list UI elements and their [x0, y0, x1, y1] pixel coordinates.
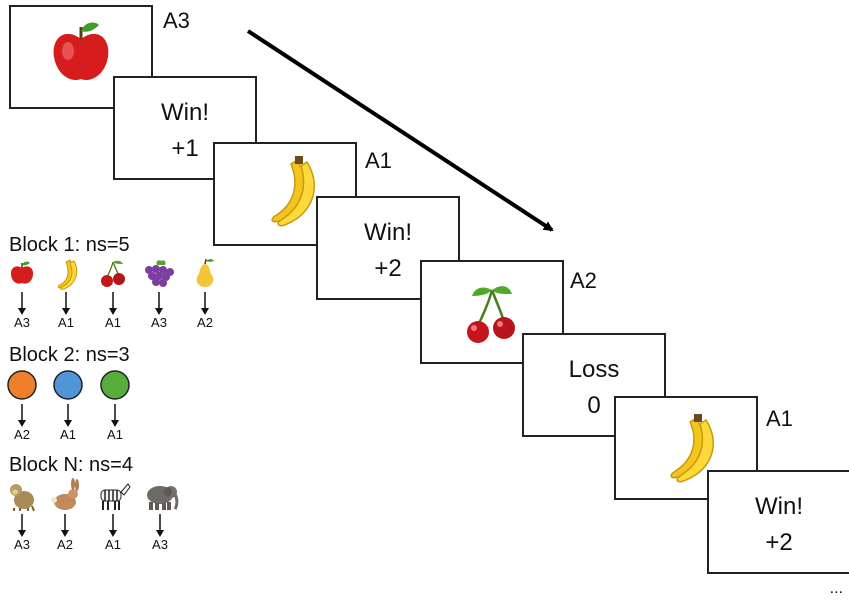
- action-label: A1: [105, 537, 121, 552]
- block-item: A3: [2, 478, 42, 552]
- block-item: A3: [2, 256, 42, 330]
- trial-card-feedback: Win! +2: [316, 196, 460, 300]
- feedback-points: 0: [587, 392, 601, 419]
- feedback-word: Win!: [755, 493, 803, 520]
- feedback-points: +1: [171, 135, 199, 162]
- block-item: A2: [2, 368, 42, 442]
- action-label: A2: [57, 537, 73, 552]
- apple-icon: [10, 261, 34, 284]
- down-arrow-icon: [18, 292, 26, 315]
- feedback-points: +2: [374, 255, 402, 282]
- block-item: A1: [46, 256, 86, 330]
- block-item: A1: [93, 478, 133, 552]
- action-label: A3: [14, 315, 30, 330]
- banana-icon: [670, 414, 714, 483]
- down-arrow-icon: [109, 292, 117, 315]
- down-arrow-icon: [156, 514, 164, 537]
- down-arrow-icon: [18, 514, 26, 537]
- block-item: A1: [48, 368, 88, 442]
- cherry-icon: [101, 260, 125, 287]
- block-2-title: Block 2: ns=3: [9, 344, 130, 366]
- banana-icon: [271, 156, 315, 227]
- block-1-title: Block 1: ns=5: [9, 234, 130, 256]
- block-n-title: Block N: ns=4: [9, 454, 133, 476]
- trial-action-label: A2: [570, 268, 597, 293]
- block-item: A2: [185, 256, 225, 330]
- action-label: A1: [58, 315, 74, 330]
- banana-icon: [57, 259, 78, 290]
- feedback-points: +2: [765, 529, 793, 556]
- orange-circle-icon: [7, 370, 37, 400]
- down-arrow-icon: [111, 404, 119, 427]
- down-arrow-icon: [201, 292, 209, 315]
- trial-action-label: A1: [766, 406, 793, 431]
- trial-action-label: A1: [365, 148, 392, 173]
- block-item: A1: [95, 368, 135, 442]
- down-arrow-icon: [64, 404, 72, 427]
- action-label: A1: [107, 427, 123, 442]
- action-label: A3: [14, 537, 30, 552]
- action-label: A3: [151, 315, 167, 330]
- cherry-icon: [467, 286, 515, 343]
- down-arrow-icon: [109, 514, 117, 537]
- green-circle-icon: [100, 370, 130, 400]
- action-label: A3: [152, 537, 168, 552]
- feedback-word: Win!: [364, 219, 412, 246]
- block-item: A1: [93, 256, 133, 330]
- continuation-ellipsis: ...: [829, 580, 843, 597]
- action-label: A2: [197, 315, 213, 330]
- trial-card-feedback: Win! +2: [707, 470, 849, 574]
- block-item: A2: [45, 478, 85, 552]
- grapes-icon: [145, 260, 174, 287]
- block-item: A3: [139, 256, 179, 330]
- pear-icon: [196, 258, 214, 287]
- action-label: A1: [105, 315, 121, 330]
- trial-card-stimulus: [614, 396, 758, 500]
- monkey-icon: [10, 484, 35, 512]
- feedback-word: Win!: [161, 99, 209, 126]
- block-item: A3: [140, 478, 180, 552]
- feedback-word: Loss: [568, 356, 620, 383]
- action-label: A1: [60, 427, 76, 442]
- blue-circle-icon: [53, 370, 83, 400]
- down-arrow-icon: [61, 514, 69, 537]
- zebra-icon: [100, 483, 131, 510]
- rabbit-icon: [51, 478, 79, 510]
- down-arrow-icon: [62, 292, 70, 315]
- elephant-icon: [147, 486, 179, 510]
- action-label: A2: [14, 427, 30, 442]
- down-arrow-icon: [155, 292, 163, 315]
- apple-icon: [53, 22, 109, 81]
- trial-action-label: A3: [163, 8, 190, 33]
- down-arrow-icon: [18, 404, 26, 427]
